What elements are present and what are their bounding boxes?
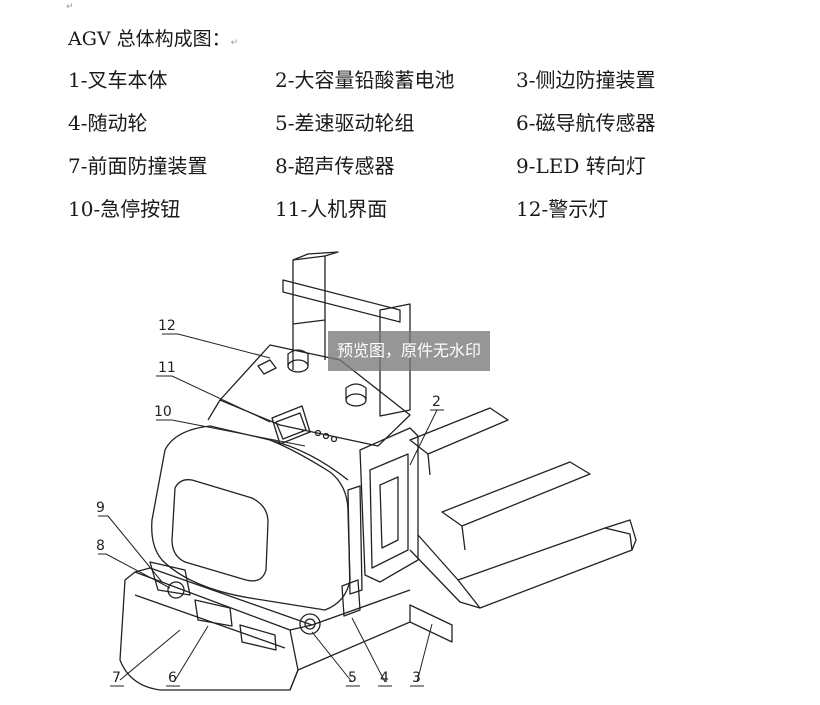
- part-item: 7-前面防撞装置: [68, 154, 208, 178]
- heading-text: AGV 总体构成图：: [68, 28, 231, 50]
- part-item: 12-警示灯: [516, 197, 609, 221]
- callout-label: 10: [154, 404, 172, 420]
- part-item: 10-急停按钮: [68, 197, 181, 221]
- callout-label: 9: [96, 500, 105, 516]
- callout-label: 3: [412, 670, 421, 686]
- callout-label: 7: [112, 670, 121, 686]
- parts-row: 7-前面防撞装置 8-超声传感器 9-LED 转向灯: [68, 150, 788, 193]
- parts-row: 10-急停按钮 11-人机界面 12-警示灯: [68, 193, 788, 236]
- callout-label: 6: [168, 670, 177, 686]
- paragraph-mark: ↵: [66, 2, 74, 12]
- forks: [409, 407, 637, 643]
- parts-row: 4-随动轮 5-差速驱动轮组 6-磁导航传感器: [68, 107, 788, 150]
- callout-label: 2: [432, 394, 441, 410]
- part-item: 9-LED 转向灯: [516, 154, 646, 178]
- agv-drawing: 12 11 10 9 8 7 6 5 4 3 2: [96, 251, 637, 691]
- callout-label: 11: [158, 360, 176, 376]
- page-title: AGV 总体构成图：↵: [68, 24, 238, 51]
- callout-label: 8: [96, 538, 105, 554]
- leader-lines: [98, 333, 444, 687]
- part-item: 3-侧边防撞装置: [516, 68, 656, 92]
- preview-watermark: 预览图，原件无水印: [328, 331, 490, 371]
- parts-row: 1-叉车本体 2-大容量铅酸蓄电池 3-侧边防撞装置: [68, 64, 788, 107]
- front-body: [151, 425, 351, 611]
- part-item: 11-人机界面: [275, 197, 388, 221]
- parts-list: 1-叉车本体 2-大容量铅酸蓄电池 3-侧边防撞装置 4-随动轮 5-差速驱动轮…: [68, 64, 788, 236]
- agv-diagram: 12 11 10 9 8 7 6 5 4 3 2: [80, 250, 660, 700]
- callout-label: 5: [348, 670, 357, 686]
- callout-label: 12: [158, 318, 176, 334]
- callout-label: 4: [380, 670, 389, 686]
- part-item: 8-超声传感器: [275, 154, 395, 178]
- paragraph-mark: ↵: [230, 38, 239, 48]
- part-item: 6-磁导航传感器: [516, 111, 656, 135]
- part-item: 2-大容量铅酸蓄电池: [275, 68, 455, 92]
- part-item: 4-随动轮: [68, 111, 148, 135]
- mast: [282, 251, 411, 417]
- part-item: 5-差速驱动轮组: [275, 111, 415, 135]
- battery-panel: [347, 427, 419, 595]
- part-item: 1-叉车本体: [68, 68, 168, 92]
- chassis: [119, 561, 411, 691]
- top-cover: [207, 344, 411, 447]
- callout-labels: 12 11 10 9 8 7 6 5 4 3 2: [96, 318, 441, 686]
